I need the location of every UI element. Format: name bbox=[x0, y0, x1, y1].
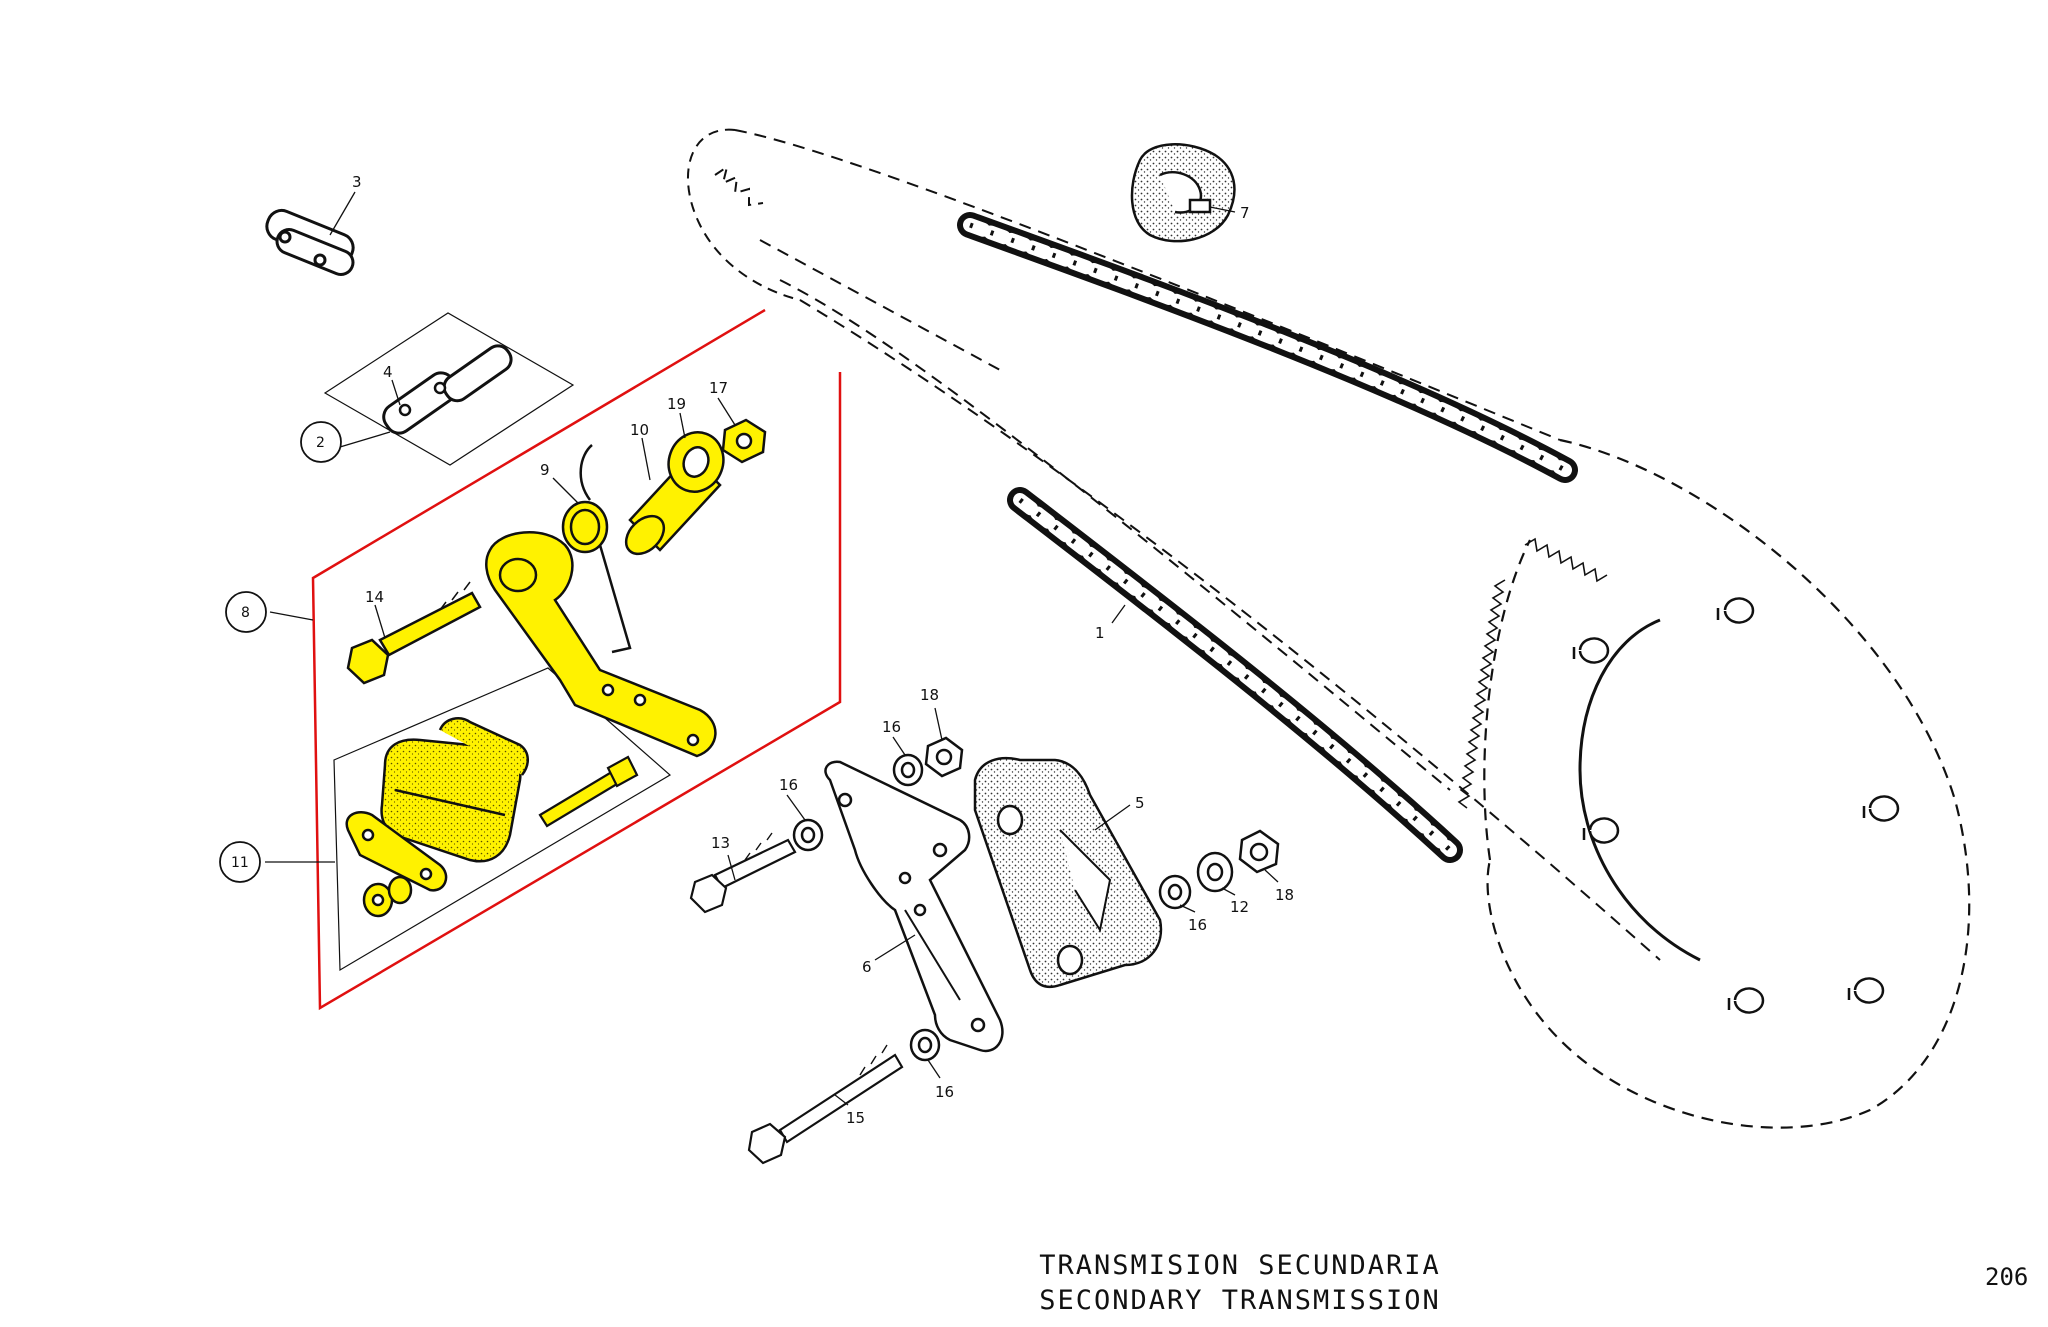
callout-2: 2 bbox=[316, 435, 325, 451]
callout-18-b: 18 bbox=[1275, 886, 1294, 904]
slider-block-part-5 bbox=[973, 756, 1163, 989]
callout-19: 19 bbox=[667, 395, 686, 413]
roller-side-plate bbox=[345, 811, 448, 892]
callout-14: 14 bbox=[365, 588, 384, 606]
washer-16-c bbox=[1158, 874, 1192, 910]
title-spanish: TRANSMISION SECUNDARIA bbox=[1039, 1250, 1441, 1281]
callout-11: 11 bbox=[231, 855, 249, 871]
bolt-part-15 bbox=[747, 1044, 904, 1165]
title-english: SECONDARY TRANSMISSION bbox=[1039, 1285, 1441, 1316]
callout-18-a: 18 bbox=[920, 686, 939, 704]
chain-dashed-outline bbox=[734, 129, 1661, 961]
nut-18-b bbox=[1238, 829, 1280, 874]
callout-3: 3 bbox=[352, 173, 362, 191]
callout-13: 13 bbox=[711, 834, 730, 852]
callout-16-b: 16 bbox=[882, 718, 901, 736]
washer-16-d bbox=[909, 1028, 941, 1062]
spring-part-9 bbox=[561, 444, 632, 654]
callout-16-a: 16 bbox=[779, 776, 798, 794]
callout-16-d: 16 bbox=[935, 1083, 954, 1101]
nut-18-a bbox=[924, 736, 964, 778]
callout-6: 6 bbox=[862, 958, 872, 976]
callout-4: 4 bbox=[383, 363, 393, 381]
rear-sprocket-teeth bbox=[1457, 537, 1608, 809]
roller-kit-box bbox=[333, 667, 672, 972]
roller-nut-washer bbox=[362, 875, 413, 918]
callout-15: 15 bbox=[846, 1109, 865, 1127]
page-number: 206 bbox=[1985, 1263, 2029, 1291]
washer-16-a bbox=[792, 818, 824, 852]
callout-17: 17 bbox=[709, 379, 728, 397]
front-sprocket-outline bbox=[686, 128, 801, 301]
bolt-part-14 bbox=[346, 581, 482, 685]
callout-5: 5 bbox=[1135, 794, 1145, 812]
tensioner-arm bbox=[485, 531, 717, 758]
chain-guide-part-7 bbox=[1130, 143, 1236, 243]
leader-lines bbox=[265, 191, 1279, 1106]
link-kit-part-2 bbox=[323, 312, 575, 466]
chain-lower-run bbox=[1007, 487, 1463, 863]
chain-upper-run bbox=[957, 212, 1578, 483]
washer-16-b bbox=[892, 753, 924, 787]
callout-circles bbox=[219, 421, 342, 883]
callout-16-c: 16 bbox=[1188, 916, 1207, 934]
bracket-part-6 bbox=[824, 760, 1004, 1053]
callout-12: 12 bbox=[1230, 898, 1249, 916]
callout-9: 9 bbox=[540, 461, 550, 479]
callout-7: 7 bbox=[1240, 204, 1250, 222]
bolt-part-13 bbox=[689, 832, 797, 914]
callout-10: 10 bbox=[630, 421, 649, 439]
tensioner-group-outline bbox=[311, 308, 842, 1011]
roller-bolt bbox=[538, 755, 639, 828]
callout-8: 8 bbox=[241, 605, 250, 621]
washer-part-12 bbox=[1196, 851, 1234, 893]
callout-1: 1 bbox=[1095, 624, 1105, 642]
rear-sprocket-bolts bbox=[1572, 597, 1900, 1014]
rear-sprocket-outline bbox=[1483, 438, 1971, 1129]
nut-part-17 bbox=[721, 418, 767, 464]
washer-part-19 bbox=[667, 431, 725, 493]
master-link-part-3 bbox=[265, 208, 355, 276]
